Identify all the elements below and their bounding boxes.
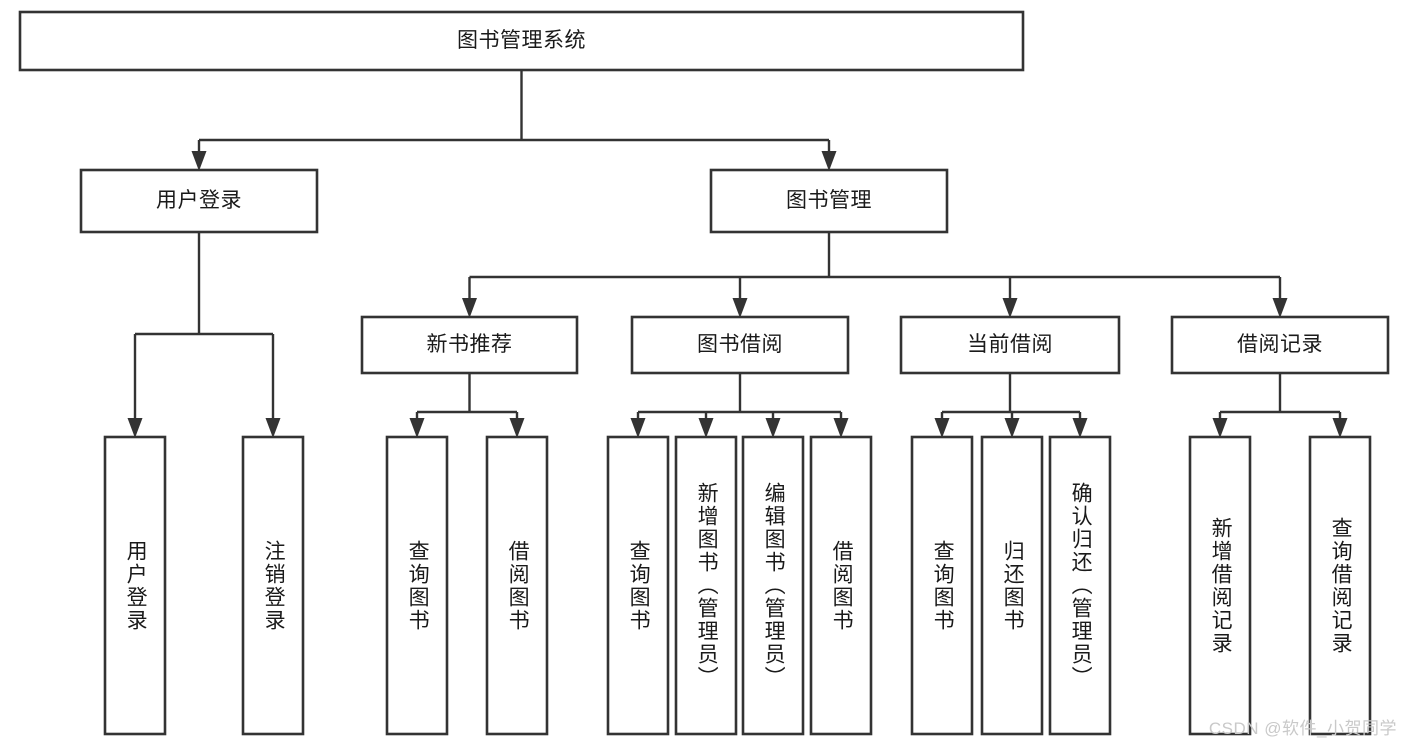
node-box-l2_2 [899, 315, 1121, 375]
node-box-leaf_12 [1308, 435, 1372, 736]
node-box-leaf_5 [674, 435, 738, 736]
node-box-leaf_0 [103, 435, 167, 736]
node-box-leaf_7 [809, 435, 873, 736]
node-box-leaf_6 [741, 435, 805, 736]
node-box-leaf_9 [980, 435, 1044, 736]
node-box-leaf_4 [606, 435, 670, 736]
node-box-root [18, 10, 1025, 72]
node-box-leaf_8 [910, 435, 974, 736]
node-box-leaf_11 [1188, 435, 1252, 736]
node-box-l2_0 [360, 315, 579, 375]
node-box-leaf_1 [241, 435, 305, 736]
node-box-leaf_3 [485, 435, 549, 736]
watermark-text: CSDN @软件_小贺同学 [1208, 719, 1397, 738]
node-box-l2_3 [1170, 315, 1390, 375]
node-box-l2_1 [630, 315, 850, 375]
node-box-leaf_10 [1048, 435, 1112, 736]
node-box-leaf_2 [385, 435, 449, 736]
node-box-l1_1 [709, 168, 949, 234]
node-box-l1_0 [79, 168, 319, 234]
